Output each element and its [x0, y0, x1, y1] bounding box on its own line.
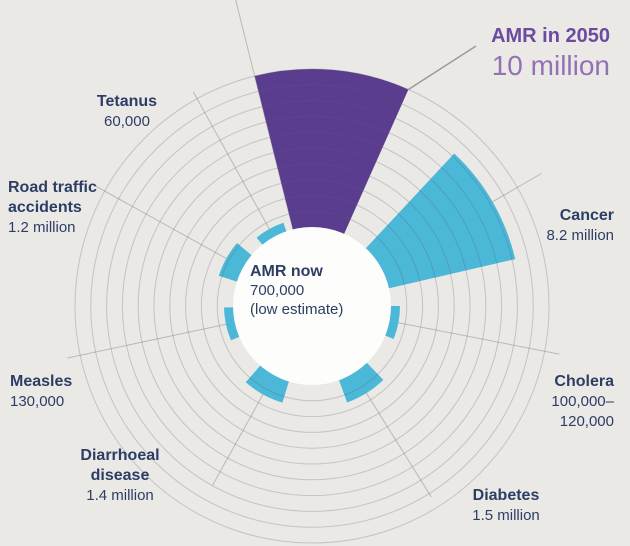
label-measles: Measles 130,000 — [10, 373, 73, 410]
callout-title: AMR in 2050 — [491, 25, 610, 47]
label-cholera: Cholera 100,000– 120,000 — [551, 373, 614, 430]
center-label-amr-now: AMR now 700,000 (low estimate) — [250, 263, 344, 318]
label-road-traffic-accidents: Road traffic accidents 1.2 million — [8, 179, 97, 236]
label-tetanus: Tetanus 60,000 — [96, 93, 158, 130]
label-cancer: Cancer 8.2 million — [546, 207, 614, 244]
label-diarrhoeal-disease: Diarrhoeal disease 1.4 million — [80, 447, 160, 504]
label-diabetes: Diabetes 1.5 million — [472, 487, 540, 524]
callout-amr-2050: AMR in 2050 10 million — [491, 24, 610, 82]
callout-value: 10 million — [491, 50, 610, 81]
